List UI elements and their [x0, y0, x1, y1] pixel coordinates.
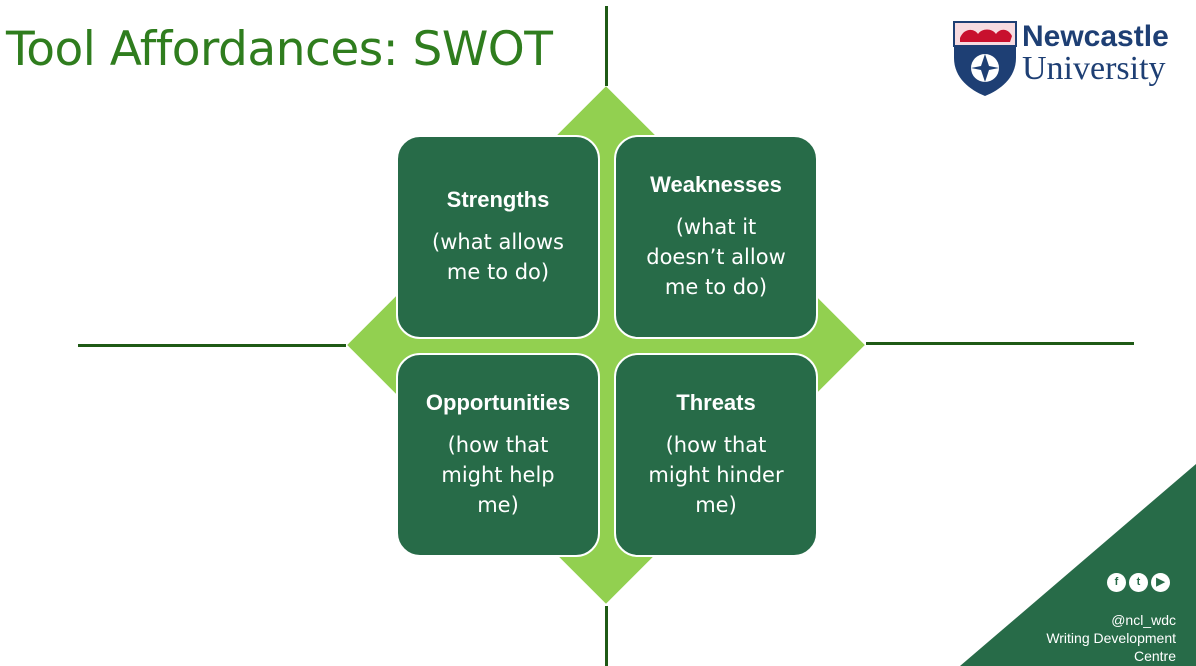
- logo-newcastle-text: Newcastle: [1022, 20, 1169, 53]
- swot-strengths-box: Strengths (what allows me to do): [396, 135, 600, 339]
- opportunities-title: Opportunities: [425, 390, 571, 415]
- twitter-icon[interactable]: t: [1129, 573, 1148, 592]
- swot-opportunities-box: Opportunities (how that might help me): [396, 353, 600, 557]
- university-logo: Newcastle University: [952, 20, 1182, 98]
- university-shield-icon: [953, 21, 1017, 96]
- strengths-description: (what allows me to do): [432, 230, 564, 284]
- slide-title: Tool Affordances: SWOT: [6, 22, 553, 77]
- vertical-guide-bottom: [605, 606, 608, 666]
- horizontal-guide-right: [866, 342, 1134, 345]
- threats-description: (how that might hinder me): [648, 433, 784, 517]
- weaknesses-title: Weaknesses: [650, 172, 782, 197]
- centre-name-line1: Writing Development: [1046, 630, 1176, 646]
- youtube-icon[interactable]: ▶: [1151, 573, 1170, 592]
- logo-university-text: University: [1022, 50, 1166, 87]
- facebook-icon[interactable]: f: [1107, 573, 1126, 592]
- threats-title: Threats: [676, 390, 756, 415]
- twitter-handle: @ncl_wdc: [1111, 612, 1176, 628]
- horizontal-guide-left: [78, 344, 346, 347]
- weaknesses-description: (what it doesn’t allow me to do): [646, 215, 786, 299]
- strengths-title: Strengths: [446, 187, 550, 212]
- corner-triangle: [960, 464, 1196, 666]
- vertical-guide-top: [605, 6, 608, 86]
- swot-threats-box: Threats (how that might hinder me): [614, 353, 818, 557]
- opportunities-description: (how that might help me): [441, 433, 555, 517]
- centre-name-line2: Centre: [1133, 648, 1176, 664]
- swot-weaknesses-box: Weaknesses (what it doesn’t allow me to …: [614, 135, 818, 339]
- social-icons: f t ▶: [1107, 573, 1170, 592]
